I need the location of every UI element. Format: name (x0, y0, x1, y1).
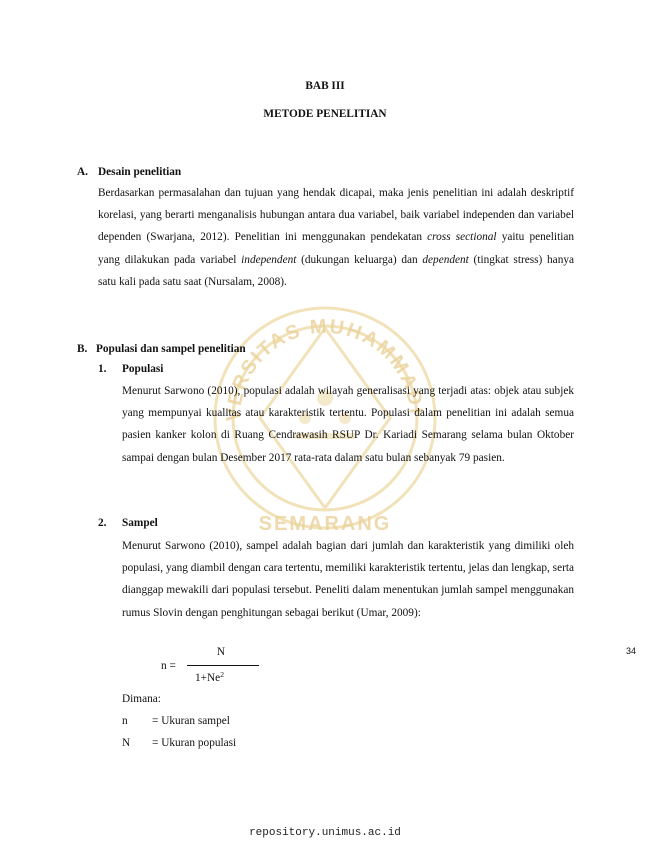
footer-url: repository.unimus.ac.id (249, 827, 401, 839)
page-number: 34 (626, 646, 637, 656)
section-a-title: Desain penelitian (98, 166, 182, 178)
section-a-heading: A. Desain penelitian (77, 166, 181, 178)
denominator-exponent: 2 (220, 670, 224, 679)
where-label: Dimana: (122, 693, 161, 705)
chapter-number: BAB III (305, 80, 345, 92)
section-b-title: Populasi dan sampel penelitian (96, 343, 246, 355)
section-b-marker: B. (77, 343, 88, 355)
subsection-1-marker: 1. (98, 363, 107, 375)
subsection-1-title: Populasi (122, 363, 164, 375)
definition-row: n = Ukuran sampel (122, 715, 230, 727)
section-a-paragraph: Berdasarkan permasalahan dan tujuan yang… (98, 182, 574, 293)
definition-symbol: N (122, 737, 131, 749)
subsection-populasi-heading: 1. Populasi (98, 363, 163, 375)
populasi-paragraph: Menurut Sarwono (2010), populasi adalah … (122, 385, 574, 464)
subsection-sampel-heading: 2. Sampel (98, 517, 158, 529)
slovin-formula: n = N 1+Ne2 (161, 646, 281, 690)
para-italic: dependent (422, 253, 469, 266)
university-seal-watermark: UNIVERSITAS MUHAMMADIYAH SEMARANG (200, 268, 437, 535)
formula-lhs: n = (161, 660, 176, 672)
section-a-marker: A. (77, 166, 88, 178)
para-italic: independent (241, 253, 297, 266)
watermark-bottom-text: SEMARANG (259, 513, 392, 535)
para-text: Berdasarkan permasalahan dan tujuan yang… (98, 187, 574, 244)
para-text: (tingkat stress) hanya satu kali pada sa… (98, 253, 575, 288)
definition-symbol: n (122, 715, 128, 727)
definition-row: N = Ukuran populasi (122, 737, 236, 749)
para-text: yaitu penelitian yang dilakukan pada var… (98, 231, 575, 266)
definition-text: = Ukuran populasi (152, 737, 237, 749)
subsection-2-marker: 2. (98, 517, 107, 529)
definition-text: = Ukuran sampel (152, 715, 230, 727)
para-italic: cross sectional (427, 231, 497, 244)
para-text: (dukungan keluarga) dan (296, 253, 423, 266)
formula-denominator: 1+Ne2 (195, 670, 224, 684)
sampel-paragraph: Menurut Sarwono (2010), sampel adalah ba… (122, 540, 574, 619)
fraction-bar (187, 665, 259, 666)
chapter-title: METODE PENELITIAN (263, 108, 387, 120)
formula-numerator: N (216, 646, 226, 658)
subsection-2-title: Sampel (122, 517, 158, 529)
denominator-base: 1+Ne (195, 672, 221, 684)
section-b-heading: B. Populasi dan sampel penelitian (77, 343, 246, 355)
